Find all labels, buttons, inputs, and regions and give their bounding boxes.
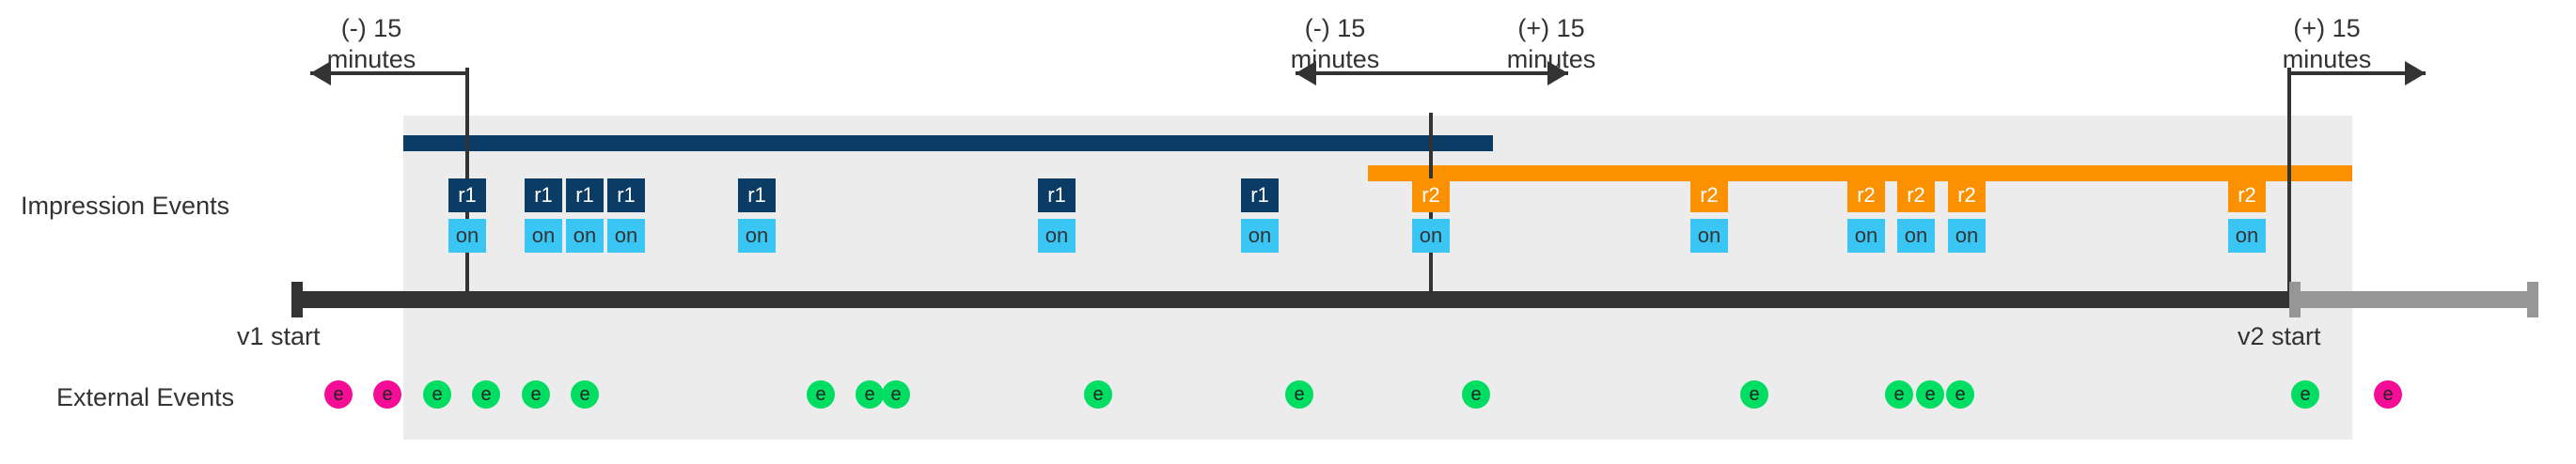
external-event-dot[interactable]: e	[373, 380, 401, 409]
impression-state-badge: on	[448, 219, 486, 253]
impression-event[interactable]: r1 on	[566, 178, 604, 253]
impression-version-badge: r2	[1948, 178, 1986, 212]
impression-state-badge: on	[1412, 219, 1450, 253]
external-event-dot[interactable]: e	[1462, 380, 1490, 409]
ann-left-label: (-) 15 minutes	[268, 13, 475, 75]
impression-version-badge: r2	[2228, 178, 2266, 212]
impression-event[interactable]: r1 on	[607, 178, 645, 253]
ann-mid-plus-line1: (+) 15	[1517, 14, 1585, 42]
impression-event[interactable]: r2 on	[1412, 178, 1450, 253]
v2-start-label: v2 start	[2238, 322, 2321, 350]
timeline-end-cap	[2527, 282, 2538, 317]
impression-event[interactable]: r2 on	[1948, 178, 1986, 253]
timeline-v1-segment	[291, 291, 2289, 308]
timeline-v2-segment	[2289, 291, 2538, 308]
ann-mid-plus-arrow-icon	[1431, 61, 1568, 85]
ann-left-arrow-icon	[310, 61, 467, 85]
impression-state-badge: on	[1847, 219, 1885, 253]
v2-bar	[1368, 165, 2352, 181]
external-event-dot[interactable]: e	[324, 380, 353, 409]
impression-event[interactable]: r1 on	[1038, 178, 1076, 253]
impression-state-badge: on	[607, 219, 645, 253]
impression-state-badge: on	[2228, 219, 2266, 253]
impression-version-badge: r1	[525, 178, 562, 212]
external-event-dot[interactable]: e	[423, 380, 451, 409]
impression-version-badge: r2	[1412, 178, 1450, 212]
impression-version-badge: r1	[607, 178, 645, 212]
impression-event[interactable]: r1 on	[738, 178, 776, 253]
ann-right-plus-line1: (+) 15	[2293, 14, 2361, 42]
guide-v2-window	[2287, 68, 2291, 302]
impression-version-badge: r1	[448, 178, 486, 212]
impression-state-badge: on	[1948, 219, 1986, 253]
impression-version-badge: r1	[738, 178, 776, 212]
impression-event[interactable]: r2 on	[1897, 178, 1935, 253]
external-event-dot[interactable]: e	[1740, 380, 1768, 409]
impression-event[interactable]: r1 on	[1241, 178, 1279, 253]
impression-state-badge: on	[566, 219, 604, 253]
impression-state-badge: on	[1690, 219, 1728, 253]
external-event-dot[interactable]: e	[1946, 380, 1974, 409]
impression-state-badge: on	[525, 219, 562, 253]
impression-version-badge: r2	[1690, 178, 1728, 212]
impression-state-badge: on	[738, 219, 776, 253]
external-event-dot[interactable]: e	[1084, 380, 1112, 409]
impression-version-badge: r2	[1897, 178, 1935, 212]
external-event-dot[interactable]: e	[522, 380, 550, 409]
v1-bar	[403, 135, 1493, 151]
external-event-dot[interactable]: e	[1916, 380, 1944, 409]
impression-event[interactable]: r1 on	[525, 178, 562, 253]
impression-state-badge: on	[1897, 219, 1935, 253]
impression-event[interactable]: r2 on	[2228, 178, 2266, 253]
impression-version-badge: r2	[1847, 178, 1885, 212]
external-event-dot[interactable]: e	[856, 380, 884, 409]
ann-right-plus-label: (+) 15 minutes	[2223, 13, 2430, 75]
external-events-row-label: External Events	[56, 383, 235, 411]
timeline-start-cap	[291, 282, 303, 317]
timeline-v2-cap	[2289, 282, 2301, 317]
external-event-dot[interactable]: e	[2374, 380, 2402, 409]
impression-event[interactable]: r2 on	[1690, 178, 1728, 253]
v1-start-label: v1 start	[237, 322, 321, 350]
impression-events-row-label: Impression Events	[21, 192, 230, 220]
ann-left-line1: (-) 15	[340, 14, 402, 42]
observation-window-band	[403, 116, 2352, 440]
ann-right-plus-arrow-icon	[2289, 61, 2426, 85]
external-event-dot[interactable]: e	[1285, 380, 1313, 409]
external-event-dot[interactable]: e	[807, 380, 835, 409]
ann-mid-minus-arrow-icon	[1296, 61, 1431, 85]
impression-state-badge: on	[1241, 219, 1279, 253]
ann-right-plus-line2: minutes	[2282, 45, 2372, 73]
external-event-dot[interactable]: e	[2291, 380, 2319, 409]
external-event-dot[interactable]: e	[1885, 380, 1913, 409]
impression-event[interactable]: r2 on	[1847, 178, 1885, 253]
impression-event[interactable]: r1 on	[448, 178, 486, 253]
external-event-dot[interactable]: e	[571, 380, 599, 409]
ann-left-line2: minutes	[326, 45, 416, 73]
impression-version-badge: r1	[566, 178, 604, 212]
external-event-dot[interactable]: e	[882, 380, 910, 409]
impression-state-badge: on	[1038, 219, 1076, 253]
impression-version-badge: r1	[1038, 178, 1076, 212]
external-event-dot[interactable]: e	[472, 380, 500, 409]
ann-mid-minus-line1: (-) 15	[1304, 14, 1366, 42]
impression-version-badge: r1	[1241, 178, 1279, 212]
